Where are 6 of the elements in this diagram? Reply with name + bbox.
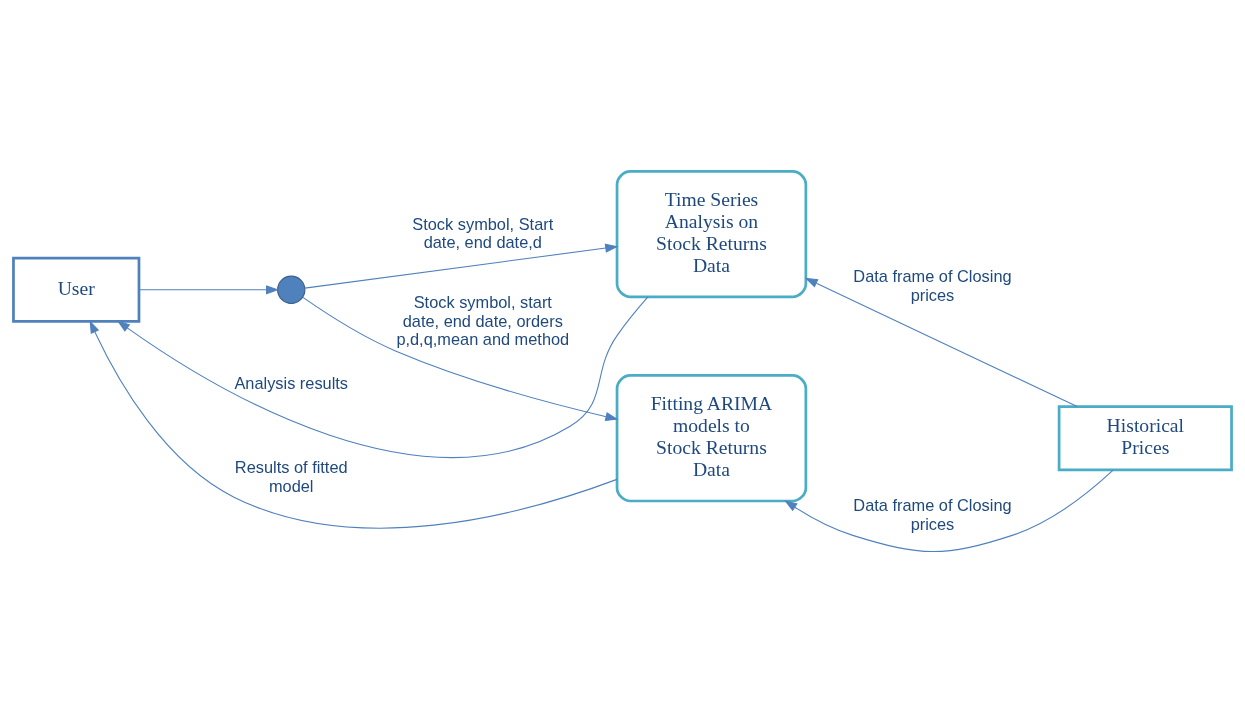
edge-label: Results of fitted model bbox=[234, 457, 348, 495]
edge-label: Data frame of Closing prices bbox=[853, 495, 1012, 533]
edge-label: Stock symbol, Start date, end date,d bbox=[412, 214, 554, 251]
edge-label: Analysis results bbox=[234, 373, 349, 392]
edge-label: Data frame of Closing prices bbox=[853, 266, 1012, 304]
edge-label: Stock symbol, start date, end date, orders p,d,q,mean and method bbox=[396, 292, 570, 348]
